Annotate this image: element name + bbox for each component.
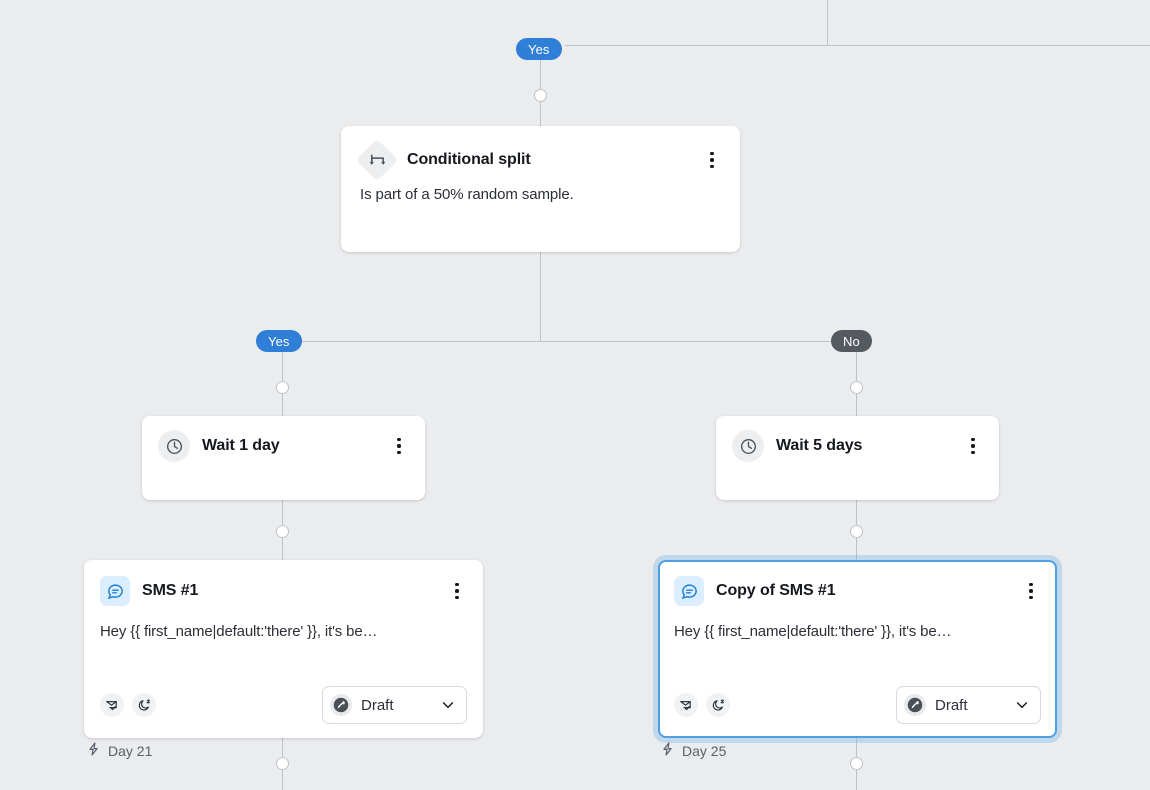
connector-horizontal-branch-rail	[283, 341, 858, 342]
wait-right-more-icon[interactable]	[963, 434, 983, 458]
node-sms-right[interactable]: Copy of SMS #1 Hey {{ first_name|default…	[658, 560, 1057, 738]
conditional-split-title: Conditional split	[407, 151, 531, 168]
connector-dot-right-sms-out	[850, 757, 863, 770]
sms-right-day-label: Day 25	[660, 741, 726, 760]
sms-right-more-icon[interactable]	[1021, 579, 1041, 603]
sms-left-body: Hey {{ first_name|default:'there' }}, it…	[100, 623, 378, 640]
sms-left-status-select[interactable]: Draft	[322, 686, 467, 724]
lightning-bolt-icon	[660, 741, 675, 760]
connector-vertical-top-right	[827, 0, 828, 45]
connector-dot-right-branch	[850, 381, 863, 394]
sms-right-header: Copy of SMS #1	[674, 576, 1041, 606]
connector-dot-top	[534, 89, 547, 102]
moon-quiet-hours-icon[interactable]	[706, 693, 730, 717]
sms-left-more-icon[interactable]	[447, 579, 467, 603]
sms-bubble-icon	[674, 576, 704, 606]
sms-right-day-text: Day 25	[682, 742, 727, 759]
connector-dot-left-sms-out	[276, 757, 289, 770]
sms-left-title: SMS #1	[142, 582, 199, 599]
moon-quiet-hours-icon[interactable]	[132, 693, 156, 717]
connector-horizontal-top	[565, 45, 1150, 46]
lightning-bolt-icon	[86, 741, 101, 760]
wait-left-header: Wait 1 day	[158, 430, 409, 462]
branch-label-no-right[interactable]: No	[831, 330, 872, 352]
conditional-split-header: Conditional split	[359, 142, 722, 178]
sms-left-day-label: Day 21	[86, 741, 152, 760]
connector-dot-left-branch	[276, 381, 289, 394]
draft-pencil-icon	[330, 694, 352, 716]
connector-dot-left-wait-to-sms	[276, 525, 289, 538]
node-conditional-split[interactable]: Conditional split Is part of a 50% rando…	[341, 126, 740, 252]
sms-left-footer: Draft	[100, 686, 467, 724]
node-wait-right[interactable]: Wait 5 days	[716, 416, 999, 500]
sms-right-title: Copy of SMS #1	[716, 582, 836, 599]
split-arrows-icon	[359, 142, 395, 178]
sms-right-body: Hey {{ first_name|default:'there' }}, it…	[674, 623, 952, 640]
node-sms-left[interactable]: SMS #1 Hey {{ first_name|default:'there'…	[84, 560, 483, 738]
connector-vertical-split-out	[540, 252, 541, 341]
clock-icon	[158, 430, 190, 462]
wait-left-title: Wait 1 day	[202, 437, 280, 454]
sms-left-status-label: Draft	[361, 696, 394, 714]
conditional-split-more-icon[interactable]	[702, 148, 722, 172]
wait-right-title: Wait 5 days	[776, 437, 863, 454]
chevron-down-icon[interactable]	[440, 697, 456, 713]
sms-bubble-icon	[100, 576, 130, 606]
conditional-split-description: Is part of a 50% random sample.	[360, 186, 574, 203]
branch-label-yes-top[interactable]: Yes	[516, 38, 562, 60]
sms-right-status-label: Draft	[935, 696, 968, 714]
sms-right-status-select[interactable]: Draft	[896, 686, 1041, 724]
chevron-down-icon[interactable]	[1014, 697, 1030, 713]
sms-left-header: SMS #1	[100, 576, 467, 606]
branch-label-yes-left[interactable]: Yes	[256, 330, 302, 352]
clock-icon	[732, 430, 764, 462]
node-wait-left[interactable]: Wait 1 day	[142, 416, 425, 500]
wait-right-header: Wait 5 days	[732, 430, 983, 462]
connector-dot-right-wait-to-sms	[850, 525, 863, 538]
draft-pencil-icon	[904, 694, 926, 716]
envelope-check-icon[interactable]	[100, 693, 124, 717]
wait-left-more-icon[interactable]	[389, 434, 409, 458]
envelope-check-icon[interactable]	[674, 693, 698, 717]
sms-right-footer: Draft	[674, 686, 1041, 724]
sms-left-day-text: Day 21	[108, 742, 153, 759]
